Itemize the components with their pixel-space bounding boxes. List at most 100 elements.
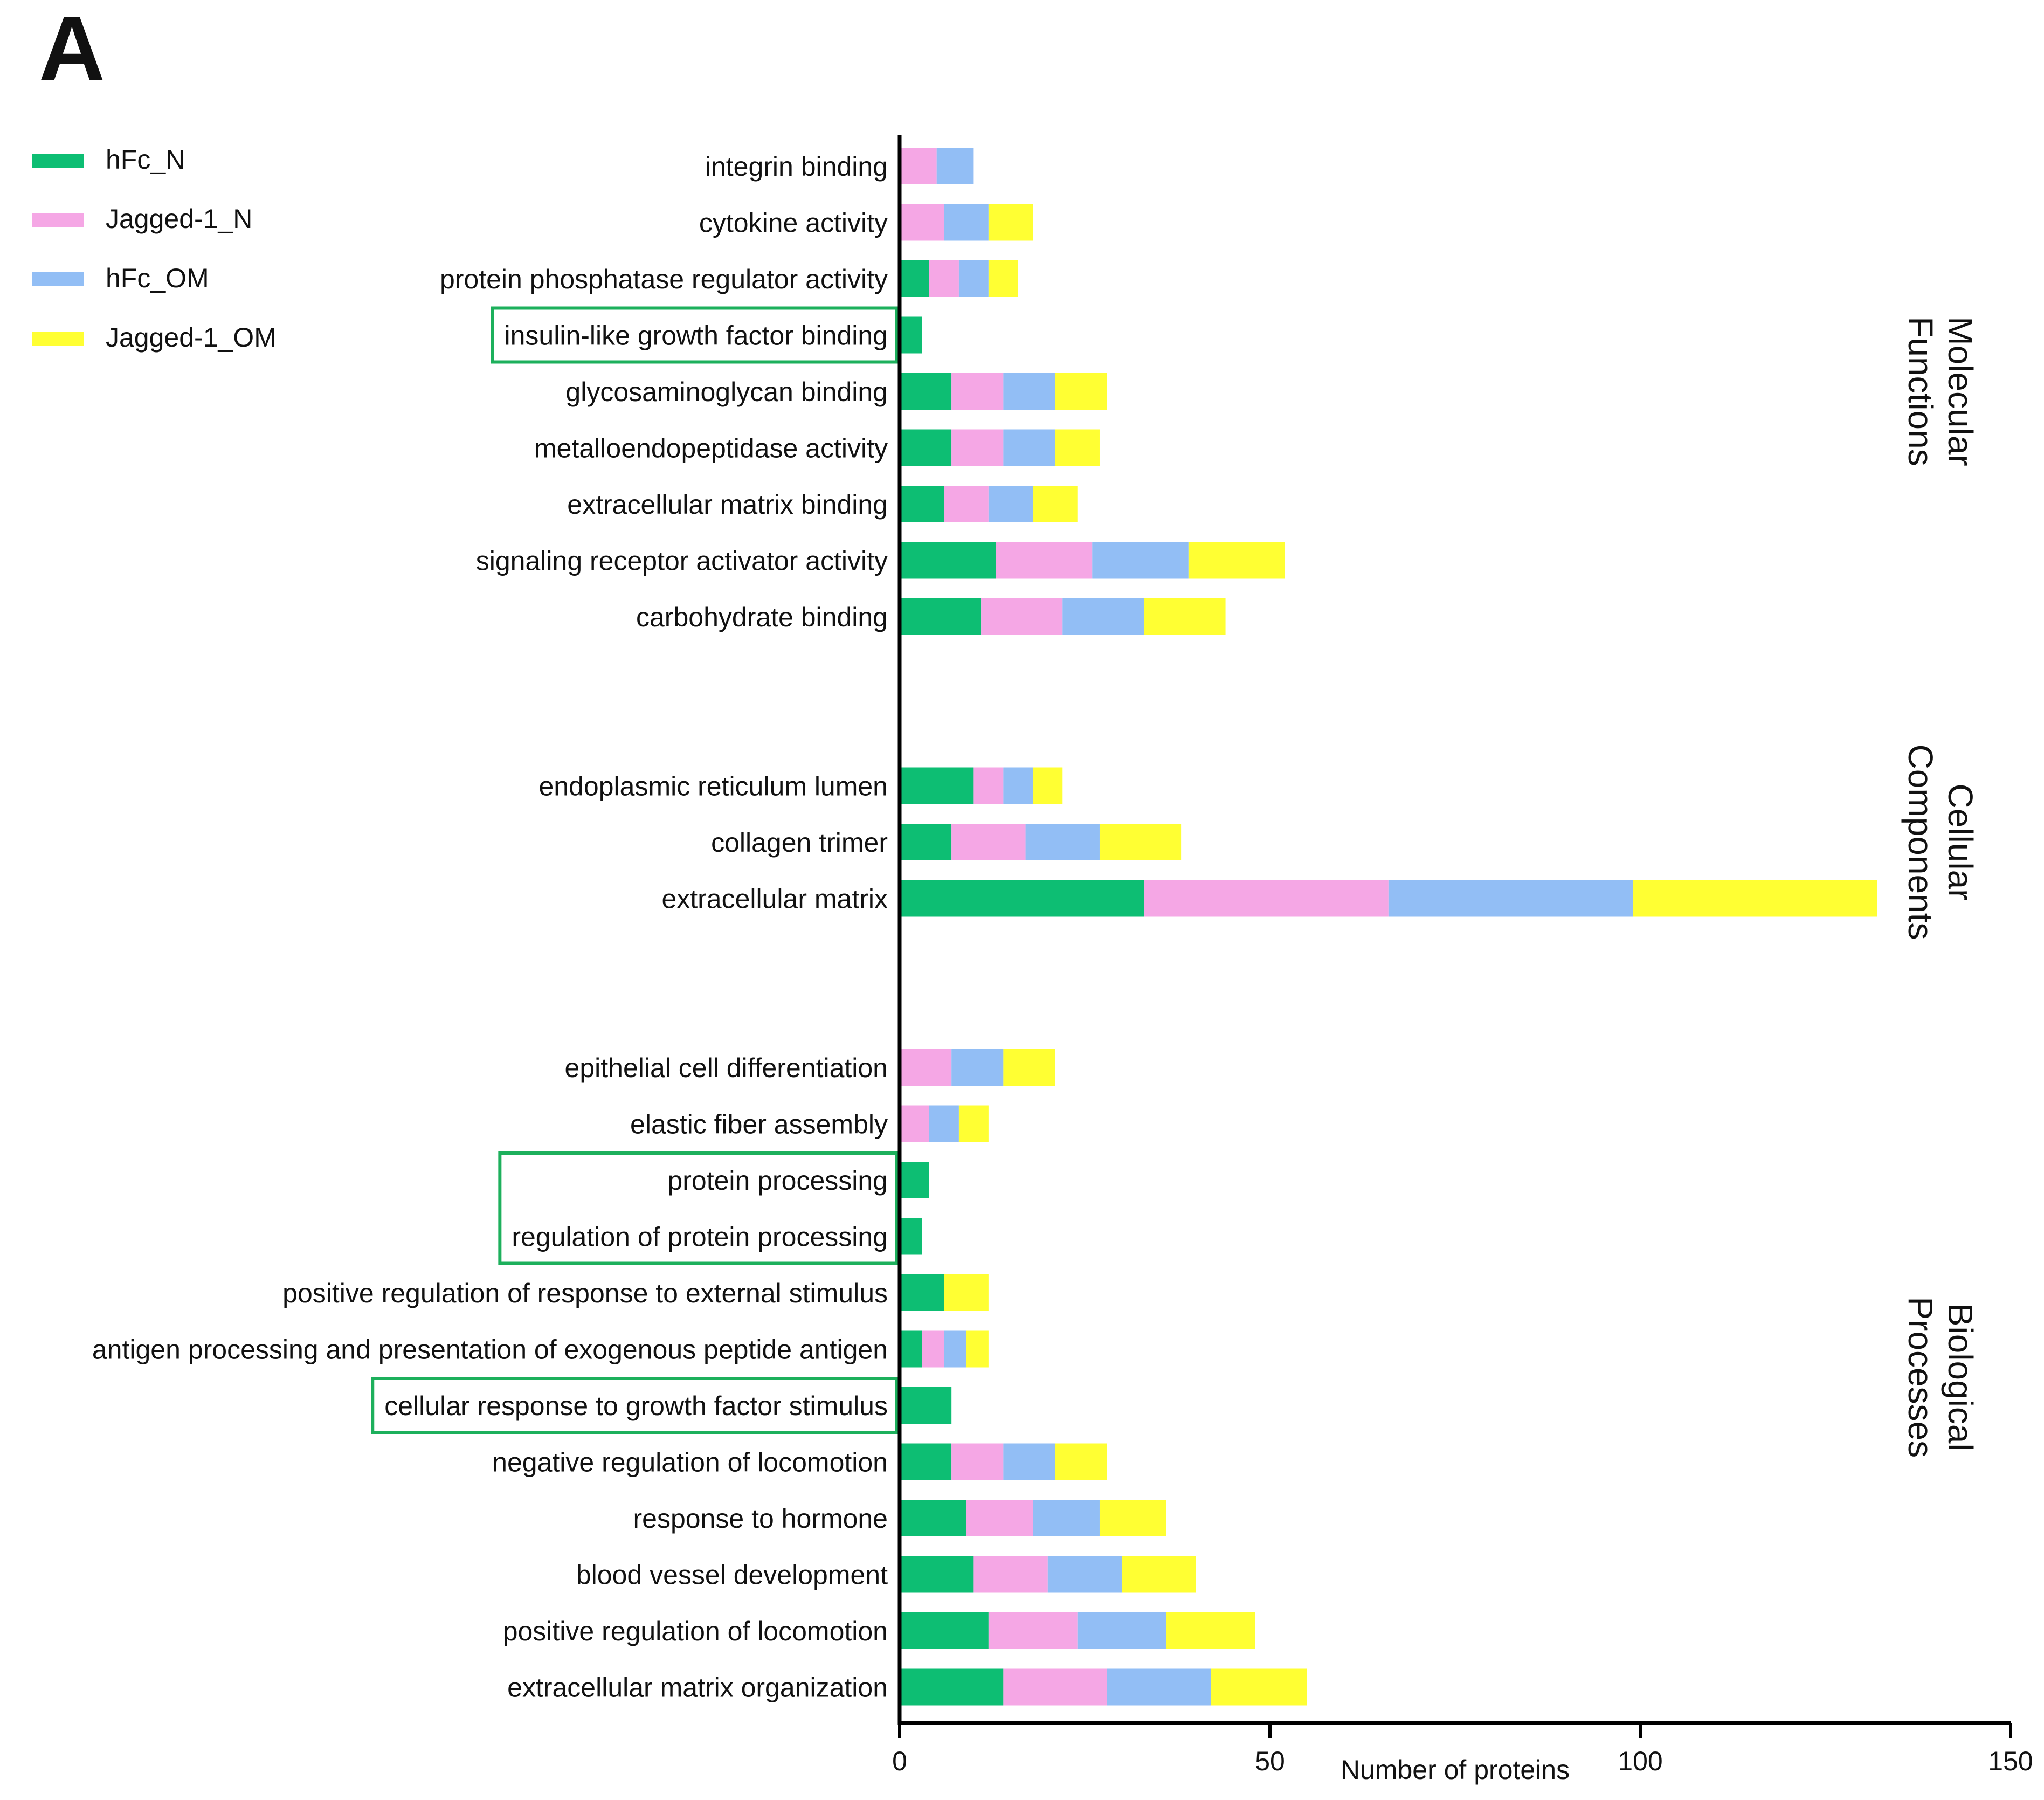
- bar-segment-2-7-2: [1003, 1443, 1055, 1480]
- bar-segment-0-2-3: [988, 260, 1018, 297]
- legend-swatch-1: [32, 213, 84, 227]
- category-label-2-5: antigen processing and presentation of e…: [92, 1335, 888, 1365]
- group-label-line-2-0: Biological: [1941, 1304, 1980, 1451]
- x-tick-label-2: 100: [1618, 1746, 1662, 1776]
- group-label-line-1-1: Components: [1901, 744, 1940, 940]
- bar-segment-2-1-1: [900, 1105, 929, 1142]
- bar-segment-2-4-3: [944, 1274, 989, 1311]
- bar-segment-0-7-3: [1188, 542, 1285, 579]
- bar-segment-0-0-2: [936, 148, 974, 184]
- bar-segment-0-4-3: [1055, 373, 1107, 410]
- category-label-0-3: insulin-like growth factor binding: [505, 321, 888, 351]
- category-label-0-8: carbohydrate binding: [636, 602, 888, 632]
- bar-segment-1-2-2: [1388, 880, 1633, 917]
- category-label-2-9: blood vessel development: [576, 1560, 888, 1590]
- category-label-2-7: negative regulation of locomotion: [492, 1447, 888, 1478]
- group-labels: MolecularFunctionsCellularComponentsBiol…: [1901, 316, 1980, 1458]
- group-label-2: BiologicalProcesses: [1901, 1296, 1980, 1458]
- bar-segment-2-9-1: [973, 1556, 1048, 1593]
- bar-segment-2-9-0: [900, 1556, 974, 1593]
- bar-segment-2-7-3: [1055, 1443, 1107, 1480]
- bar-segment-1-0-2: [1003, 767, 1033, 804]
- bar-segment-0-5-2: [1003, 429, 1055, 466]
- bar-segment-1-1-3: [1099, 824, 1182, 860]
- bar-segment-2-1-2: [929, 1105, 959, 1142]
- bar-segment-2-4-0: [900, 1274, 944, 1311]
- bar-segment-0-8-2: [1062, 598, 1144, 635]
- group-label-line-2-1: Processes: [1901, 1296, 1940, 1458]
- category-label-2-8: response to hormone: [633, 1504, 888, 1534]
- legend-swatch-0: [32, 154, 84, 168]
- highlight-box-2-6: [371, 1377, 898, 1434]
- bar-segment-1-0-1: [973, 767, 1004, 804]
- legend-label-1: Jagged-1_N: [106, 204, 252, 234]
- category-label-0-7: signaling receptor activator activity: [476, 546, 888, 576]
- bar-segment-2-5-2: [944, 1330, 966, 1368]
- bar-segment-2-10-3: [1166, 1612, 1255, 1649]
- category-label-0-5: metalloendopeptidase activity: [534, 433, 888, 464]
- bar-segment-1-1-0: [900, 824, 952, 860]
- bar-segment-2-10-1: [988, 1612, 1078, 1649]
- category-label-0-4: glycosaminoglycan binding: [565, 377, 888, 407]
- bar-segment-0-7-1: [996, 542, 1093, 579]
- bar-segment-2-5-1: [922, 1330, 944, 1368]
- bar-segment-0-3-0: [900, 316, 922, 354]
- bar-segment-0-4-0: [900, 373, 952, 410]
- bar-segment-2-6-0: [900, 1387, 952, 1424]
- bar-segment-2-10-2: [1077, 1612, 1166, 1649]
- category-label-1-1: collagen trimer: [711, 827, 888, 858]
- bar-segment-2-1-3: [958, 1105, 989, 1142]
- category-label-2-1: elastic fiber assembly: [630, 1109, 888, 1140]
- bar-segment-0-4-2: [1003, 373, 1055, 410]
- category-label-2-11: extracellular matrix organization: [507, 1673, 888, 1703]
- bar-segment-0-5-3: [1055, 429, 1100, 466]
- bar-segment-0-2-0: [900, 260, 929, 297]
- x-tick-label-3: 150: [1988, 1746, 2033, 1776]
- x-axis-title: Number of proteins: [1341, 1755, 1570, 1785]
- bar-segment-1-0-3: [1033, 767, 1063, 804]
- category-label-2-6: cellular response to growth factor stimu…: [384, 1391, 888, 1421]
- bar-segment-1-2-3: [1633, 880, 1877, 917]
- panel-letter: A: [39, 0, 105, 100]
- bar-segment-2-9-2: [1047, 1556, 1122, 1593]
- category-label-1-0: endoplasmic reticulum lumen: [538, 771, 888, 802]
- bar-segment-2-8-0: [900, 1500, 966, 1536]
- bar-segment-0-6-0: [900, 486, 944, 522]
- bar-segment-0-5-1: [951, 429, 1004, 466]
- bar-segment-1-1-1: [951, 824, 1026, 860]
- category-label-2-2: protein processing: [667, 1165, 888, 1196]
- bar-segment-2-11-2: [1107, 1668, 1211, 1706]
- category-label-1-2: extracellular matrix: [661, 884, 888, 914]
- group-label-0: MolecularFunctions: [1901, 316, 1980, 466]
- bar-segment-0-0-1: [900, 148, 937, 184]
- bar-segment-1-2-0: [900, 880, 1144, 917]
- category-label-0-6: extracellular matrix binding: [567, 489, 888, 520]
- bar-segment-0-6-1: [944, 486, 989, 522]
- bar-segment-2-8-1: [966, 1500, 1033, 1536]
- bar-segment-2-5-0: [900, 1330, 922, 1368]
- bar-segment-2-3-0: [900, 1218, 922, 1255]
- category-label-2-4: positive regulation of response to exter…: [282, 1278, 888, 1308]
- bar-segment-0-1-2: [944, 204, 989, 241]
- bar-segment-0-1-3: [988, 204, 1033, 241]
- bar-segment-2-7-0: [900, 1443, 952, 1480]
- bar-segment-2-0-1: [900, 1049, 952, 1086]
- bar-segment-0-1-1: [900, 204, 944, 241]
- bar-segment-2-11-1: [1003, 1668, 1107, 1706]
- bar-segment-0-6-2: [988, 486, 1033, 522]
- highlight-box-0-3: [491, 306, 898, 364]
- bar-segment-1-2-1: [1144, 880, 1389, 917]
- legend-label-2: hFc_OM: [106, 263, 209, 293]
- group-label-1: CellularComponents: [1901, 744, 1980, 940]
- group-label-line-0-1: Functions: [1901, 316, 1940, 466]
- bar-segment-1-0-0: [900, 767, 974, 804]
- bar-segment-0-5-0: [900, 429, 952, 466]
- bar-segment-2-2-0: [900, 1162, 929, 1198]
- legend-swatch-2: [32, 272, 84, 286]
- bars: [900, 148, 1877, 1706]
